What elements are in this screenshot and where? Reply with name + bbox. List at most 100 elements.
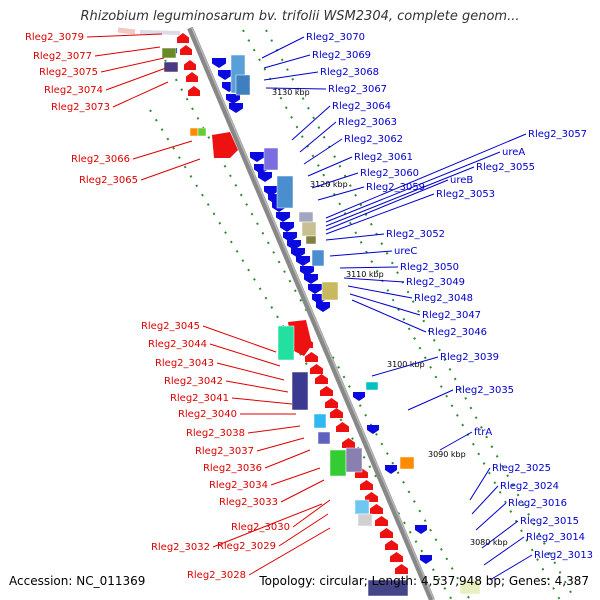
forward-gene-glyph (380, 528, 393, 538)
reverse-gene-glyph (250, 152, 264, 162)
label-leader-line (100, 57, 165, 73)
gene-label-right: ureA (502, 147, 525, 158)
label-leader-line (407, 389, 454, 411)
forward-gene-glyph (390, 552, 403, 562)
gene-block (197, 127, 207, 137)
reverse-gene-glyph (296, 256, 310, 266)
reverse-gene-glyph (415, 525, 427, 534)
gene-block (235, 74, 251, 96)
gene-block (399, 456, 415, 470)
reverse-gene-glyph (280, 222, 294, 232)
gene-block (301, 221, 317, 237)
forward-gene-glyph (305, 352, 318, 362)
forward-gene-glyph (320, 386, 333, 396)
gene-label-left: Rleg2_3045 (141, 321, 200, 332)
faint-feature (117, 27, 136, 35)
label-leader-line (256, 437, 305, 452)
gene-label-left: Rleg2_3033 (219, 497, 278, 508)
accession-text: Accession: NC_011369 (9, 574, 146, 588)
label-leader-line (248, 527, 331, 576)
map-title: Rhizobium leguminosarum bv. trifolii WSM… (80, 9, 520, 24)
forward-gene-glyph (365, 492, 378, 502)
label-leader-line (325, 166, 475, 227)
gene-label-right: Rleg2_3059 (366, 182, 425, 193)
label-leader-line (292, 499, 331, 528)
track-guide-line (265, 29, 576, 600)
label-leader-line (311, 172, 359, 189)
forward-gene-glyph (184, 60, 196, 70)
label-leader-line (202, 325, 277, 353)
label-leader-line (225, 380, 289, 393)
label-leader-line (475, 502, 507, 531)
gene-block (459, 579, 481, 595)
label-leader-line (347, 285, 413, 299)
forward-gene-glyph (395, 564, 408, 574)
label-leader-line (264, 449, 311, 469)
gene-label-right: Rleg2_3049 (406, 277, 465, 288)
gene-label-left: Rleg2_3043 (155, 358, 214, 369)
label-leader-line (263, 71, 319, 81)
gene-label-left: Rleg2_3041 (170, 393, 229, 404)
scale-label: 3120 kbp (310, 180, 348, 189)
label-leader-line (325, 193, 435, 235)
gene-block (305, 235, 317, 245)
gene-block (291, 371, 309, 411)
gene-label-left: Rleg2_3066 (71, 154, 130, 165)
gene-block (163, 61, 179, 73)
gene-block (357, 513, 373, 527)
label-leader-line (105, 67, 167, 91)
gene-label-right: ureB (450, 175, 473, 186)
gene-label-right: Rleg2_3057 (528, 129, 587, 140)
gene-block (365, 381, 379, 391)
label-leader-line (280, 479, 325, 503)
gene-block (263, 147, 279, 171)
label-leader-line (325, 179, 449, 231)
scale-label: 3110 kbp (346, 270, 384, 279)
gene-label-right: Rleg2_3060 (360, 168, 419, 179)
gene-label-right: Rleg2_3053 (436, 189, 495, 200)
forward-gene-glyph (180, 45, 192, 55)
gene-block (189, 127, 199, 137)
reverse-gene-glyph (218, 70, 232, 80)
reverse-gene-glyph (276, 212, 290, 222)
track-guide-line (242, 29, 561, 600)
label-leader-line (265, 87, 327, 90)
gene-block (321, 281, 339, 301)
gene-label-right: Rleg2_3048 (414, 293, 473, 304)
gene-label-left: Rleg2_3065 (79, 175, 138, 186)
gene-block (354, 499, 370, 515)
gene-block (345, 447, 363, 473)
gene-label-left: Rleg2_3034 (209, 480, 268, 491)
label-leader-line (94, 46, 161, 57)
gene-label-right: Rleg2_3025 (492, 463, 551, 474)
forward-gene-glyph (360, 480, 373, 490)
label-leader-line (325, 133, 527, 219)
label-leader-line (325, 151, 501, 223)
reverse-gene-glyph (353, 392, 365, 401)
scale-label: 3090 kbp (428, 450, 466, 459)
gene-label-left: Rleg2_3042 (164, 376, 223, 387)
label-leader-line (112, 81, 169, 108)
forward-gene-glyph (177, 33, 189, 43)
reverse-gene-glyph (304, 274, 318, 284)
forward-gene-glyph (212, 132, 238, 158)
forward-gene-glyph (186, 72, 198, 82)
gene-block (276, 175, 294, 209)
gene-block (161, 47, 177, 59)
label-leader-line (299, 121, 337, 153)
gene-label-right: Rleg2_3016 (508, 498, 567, 509)
gene-label-left: Rleg2_3028 (187, 570, 246, 581)
gene-label-left: Rleg2_3032 (151, 542, 210, 553)
reverse-gene-glyph (291, 248, 305, 258)
genome-backbone (187, 26, 435, 600)
gene-label-left: Rleg2_3074 (44, 85, 103, 96)
label-leader-line (483, 536, 525, 566)
label-leader-line (469, 467, 491, 501)
gene-label-left: Rleg2_3040 (178, 409, 237, 420)
gene-block (329, 449, 347, 477)
reverse-gene-glyph (385, 465, 397, 474)
scale-label: 3130 kbp (272, 88, 310, 97)
gene-label-left: Rleg2_3029 (217, 541, 276, 552)
label-leader-line (209, 343, 281, 367)
gene-block (311, 249, 325, 267)
